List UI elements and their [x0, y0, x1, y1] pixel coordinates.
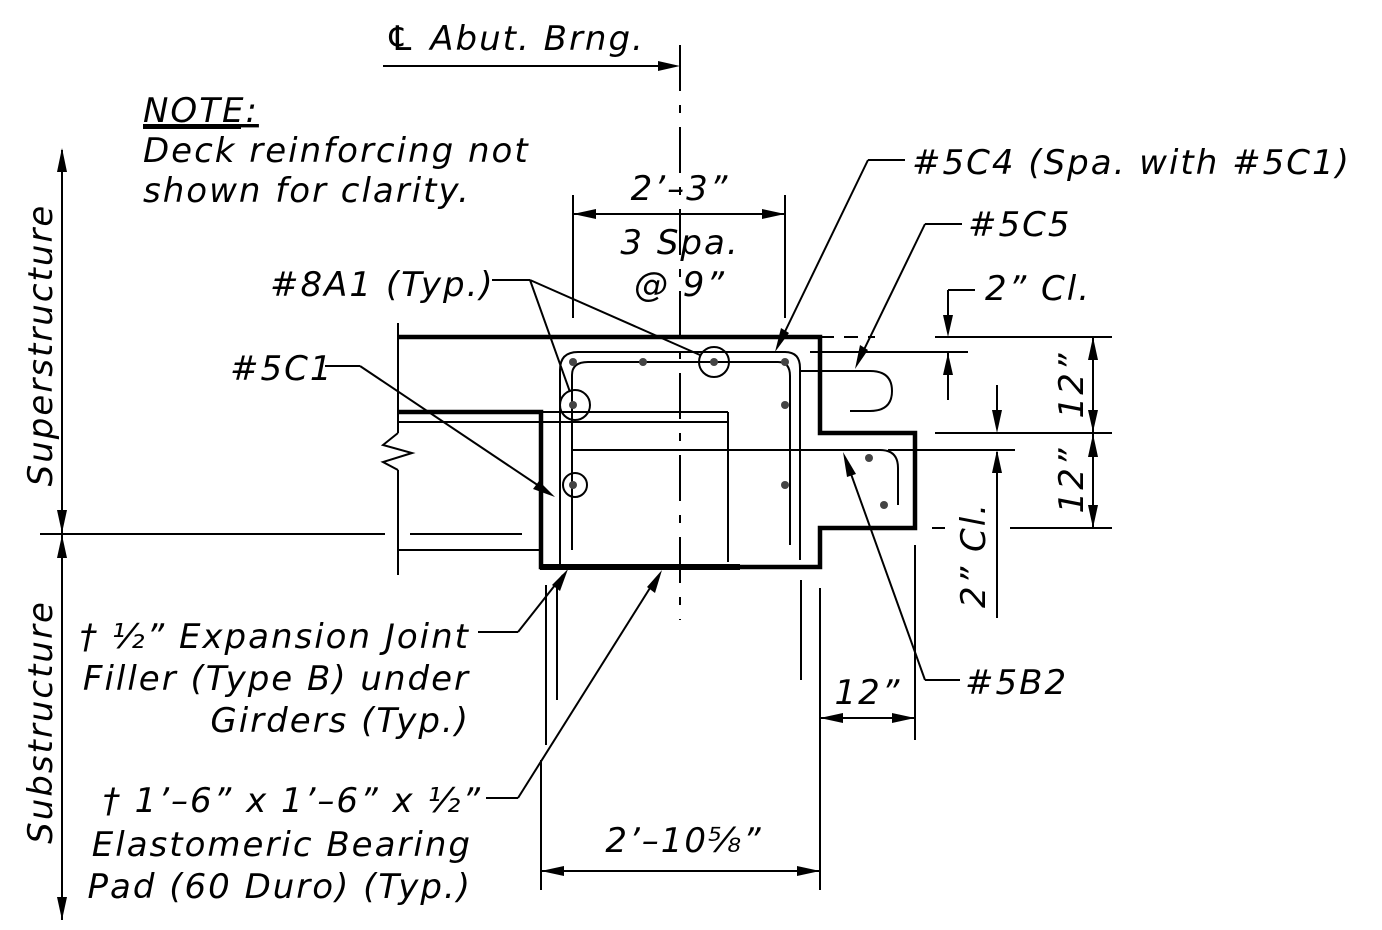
bar-dot — [569, 481, 577, 489]
clear-bottom-label: 2” Cl. — [954, 502, 994, 608]
dim-12-top-label: 12” — [1052, 352, 1092, 419]
dim-2-3: 2’–3” 3 Spa. @ 9” — [572, 169, 786, 318]
super-top-arrow — [57, 148, 67, 172]
bar-dot — [639, 358, 647, 366]
callout-5c4: #5C4 (Spa. with #5C1) — [775, 143, 1351, 352]
arrowhead — [943, 353, 953, 375]
leader — [857, 223, 926, 363]
arrowhead — [1088, 410, 1098, 432]
arrowhead — [855, 345, 868, 369]
arrowhead — [1088, 337, 1098, 360]
note-block: NOTE: Deck reinforcing not shown for cla… — [143, 91, 530, 211]
arrowhead — [533, 481, 555, 497]
arrowhead — [820, 713, 843, 723]
bar-8a1-circle — [698, 346, 730, 378]
arrowhead — [797, 866, 820, 876]
pad-line-3: Pad (60 Duro) (Typ.) — [88, 867, 473, 907]
sub-top-arrow — [57, 535, 67, 558]
leader — [529, 279, 571, 393]
arrowhead — [992, 410, 1002, 433]
arrowhead — [647, 570, 662, 593]
note-line-2: shown for clarity. — [143, 171, 471, 211]
arrowhead — [775, 328, 789, 352]
callout-bearing-pad: † 1’–6” x 1’–6” x ½” Elastomeric Bearing… — [88, 570, 662, 907]
dim-total: 2’–10⅝” — [540, 760, 820, 890]
callout-expansion-joint: † ½” Expansion Joint Filler (Type B) und… — [80, 569, 568, 741]
bar-dot — [781, 401, 789, 409]
superstructure-label: Superstructure — [21, 204, 61, 487]
arrowhead — [843, 452, 856, 477]
arrowhead — [1088, 434, 1098, 457]
arrowhead — [573, 209, 596, 219]
dim-total-label: 2’–10⅝” — [605, 821, 762, 861]
joint-line-1: † ½” Expansion Joint — [80, 617, 470, 657]
bar-dot — [569, 358, 577, 366]
cl-arrowhead — [658, 61, 680, 71]
cl-abut-label: ℄ Abut. Brng. — [385, 19, 645, 59]
dim-clear-bottom: 2” Cl. — [932, 385, 1002, 618]
dim-12-bottom-label: 12” — [1052, 447, 1092, 514]
dim-12-horizontal: 12” — [820, 545, 916, 740]
spa-label-1: 3 Spa. — [620, 223, 739, 263]
bar-dot — [865, 454, 873, 462]
stirrup-inner — [571, 361, 791, 550]
bar-5c4-label: #5C4 (Spa. with #5C1) — [912, 143, 1351, 183]
dim-12-vertical: 12” 12” — [935, 337, 1112, 529]
bar-dot — [569, 401, 577, 409]
substructure-label: Substructure — [21, 600, 61, 844]
leader — [517, 579, 656, 799]
dim-12-horiz-label: 12” — [835, 673, 902, 713]
arrowhead — [943, 315, 953, 337]
dim-2-3-label: 2’–3” — [631, 169, 730, 209]
callout-5b2: #5B2 — [843, 452, 1068, 703]
bar-8a1-label: #8A1 (Typ.) — [270, 265, 495, 305]
leader — [845, 459, 926, 681]
spa-label-2: @ 9” — [634, 265, 726, 305]
callout-5c1: #5C1 — [230, 349, 555, 497]
reinforcing — [545, 346, 1015, 890]
bar-5c5-hook — [800, 370, 894, 412]
arrowhead — [1088, 505, 1098, 528]
bar-5b2 — [572, 449, 899, 505]
arrowhead — [762, 209, 785, 219]
leader — [529, 279, 701, 356]
bar-8a1-circle — [562, 472, 588, 498]
bar-dot — [781, 358, 789, 366]
structure-division: Superstructure Substructure — [21, 148, 385, 920]
bar-dot — [710, 358, 718, 366]
arrowhead — [541, 866, 564, 876]
bar-dot — [781, 481, 789, 489]
clear-top-label: 2” Cl. — [985, 269, 1091, 309]
callout-8a1: #8A1 (Typ.) — [270, 265, 701, 393]
dim-clear-top: 2” Cl. — [810, 269, 1112, 400]
sub-bottom-arrow — [57, 897, 67, 920]
leader — [359, 365, 549, 493]
joint-line-3: Girders (Typ.) — [210, 701, 470, 741]
stirrup-outer — [559, 351, 801, 567]
note-line-1: Deck reinforcing not — [143, 131, 530, 171]
centerline-abutment-bearing: ℄ Abut. Brng. — [383, 19, 681, 620]
pad-line-1: † 1’–6” x 1’–6” x ½” — [103, 781, 482, 821]
arrowhead — [992, 450, 1002, 473]
break-symbol — [380, 432, 416, 471]
pad-line-2: Elastomeric Bearing — [92, 825, 472, 865]
arrowhead — [552, 569, 568, 591]
leader — [777, 159, 869, 347]
bar-5c5-label: #5C5 — [968, 205, 1072, 245]
note-title: NOTE: — [143, 91, 259, 131]
bar-5c1-label: #5C1 — [230, 349, 334, 389]
bar-dot — [880, 501, 888, 509]
super-bottom-arrow — [57, 510, 67, 533]
bar-8a1-circle — [559, 389, 591, 421]
arrowhead — [892, 713, 915, 723]
joint-line-2: Filler (Type B) under — [83, 659, 470, 699]
bar-5b2-label: #5B2 — [965, 663, 1068, 703]
